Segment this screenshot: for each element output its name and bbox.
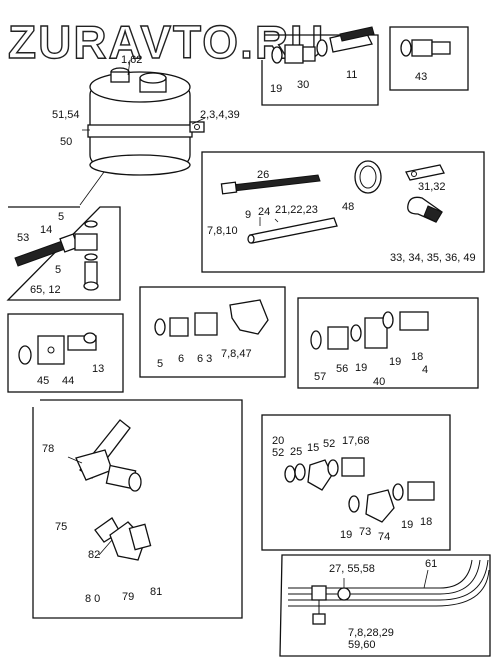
panel-elbow-union [261,414,451,551]
label-19e: 19 [401,519,413,531]
label-tank-top: 1,62 [121,54,142,66]
label-63: 6 3 [197,353,212,365]
panel-pipe-tee [279,554,491,657]
panel-adapter-elbow [139,286,286,378]
label-18a: 18 [411,351,423,363]
label-19d: 19 [340,529,352,541]
panel-hose-pipe [201,151,485,273]
label-26: 26 [257,169,269,181]
label-17-68: 17,68 [342,435,370,447]
label-65-12: 65, 12 [30,284,61,296]
label-52b: 52 [323,438,335,450]
label-43: 43 [415,71,427,83]
label-19b: 19 [355,362,367,374]
panel-hose-fitting [261,26,379,106]
label-75: 75 [55,521,67,533]
label-30: 30 [297,79,309,91]
label-80: 8 0 [85,593,100,605]
label-33-36-49: 33, 34, 35, 36, 49 [390,252,476,264]
label-52a: 52 [272,447,284,459]
label-40: 40 [373,376,385,388]
label-56: 56 [336,363,348,375]
label-tank-band: 50 [60,136,72,148]
label-6: 6 [178,353,184,365]
panel-angle-fittings [32,399,243,619]
label-48: 48 [342,201,354,213]
label-15: 15 [307,442,319,454]
label-59-60: 59,60 [348,639,376,651]
label-19a: 19 [270,83,282,95]
label-20: 20 [272,435,284,447]
panel-banjo-hose [6,206,121,301]
label-5c: 5 [157,358,163,370]
label-19c: 19 [389,356,401,368]
label-78: 78 [42,443,54,455]
panel-banjo-union [297,297,479,389]
label-79: 79 [122,591,134,603]
label-tank-bracket: 2,3,4,39 [200,109,240,121]
label-tank-side: 51,54 [52,109,80,121]
label-7-8-10: 7,8,10 [207,225,238,237]
panel-tee-block [7,313,124,393]
label-14: 14 [40,224,52,236]
label-9: 9 [245,209,251,221]
label-53: 53 [17,232,29,244]
label-18b: 18 [420,516,432,528]
label-57: 57 [314,371,326,383]
label-5b: 5 [55,264,61,276]
label-27-55-58: 27, 55,58 [329,563,375,575]
label-44: 44 [62,375,74,387]
label-21-22-23: 21,22,23 [275,204,318,216]
label-4: 4 [422,364,428,376]
label-73: 73 [359,526,371,538]
label-82: 82 [88,549,100,561]
label-11: 11 [346,69,357,81]
label-7-8-28-29: 7,8,28,29 [348,627,394,639]
watermark-text: ZURAVTO.RU [8,16,325,68]
label-25: 25 [290,446,302,458]
label-13: 13 [92,363,104,375]
label-24: 24 [258,206,270,218]
label-7-8-47: 7,8,47 [221,348,252,360]
panel-union-43 [389,26,469,91]
label-45: 45 [37,375,49,387]
label-61: 61 [425,558,437,570]
label-31-32: 31,32 [418,181,446,193]
label-5a: 5 [58,211,64,223]
label-81: 81 [150,586,162,598]
label-74: 74 [378,531,390,543]
reservoir-tank [87,67,205,176]
